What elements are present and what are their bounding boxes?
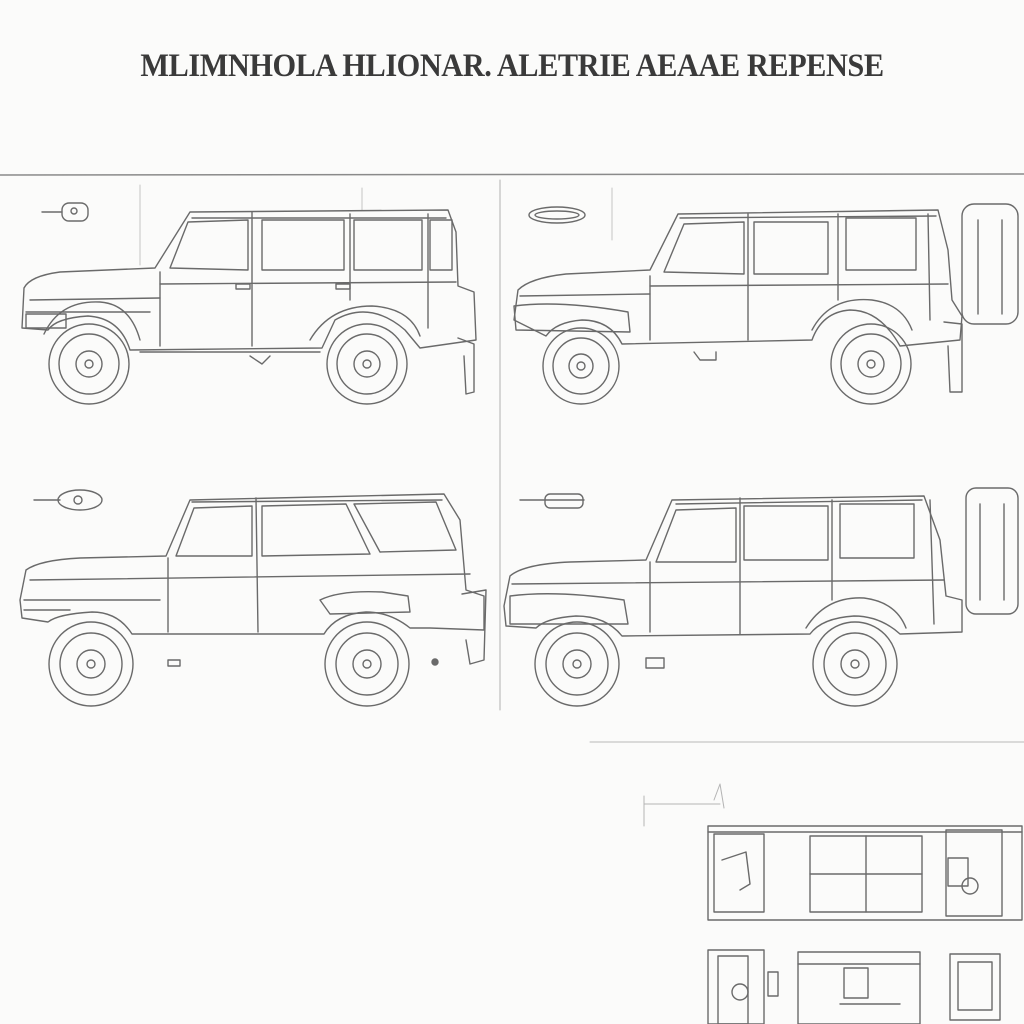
- latch-icon: [519, 493, 585, 509]
- small-detail-panel-1: [707, 949, 779, 1024]
- small-detail-panel-3: [949, 953, 1001, 1021]
- vehicle-view-upper-left: [21, 209, 477, 405]
- interior-elevation-panel: [707, 825, 1023, 921]
- key-icon: [41, 202, 89, 222]
- vehicle-view-lower-right: [503, 487, 1019, 707]
- vehicle-view-lower-left: [19, 493, 487, 707]
- vehicle-view-upper-right: [513, 203, 1019, 405]
- handle-icon: [528, 206, 586, 224]
- lock-icon: [33, 489, 103, 511]
- small-detail-panel-2: [797, 951, 921, 1024]
- title-rule: [0, 173, 1024, 176]
- sheet-title: MLIMNHOLA HLIONAR. ALETRIE AEAAE REPENSE: [140, 48, 884, 84]
- detail-sketch-lines: [643, 783, 725, 827]
